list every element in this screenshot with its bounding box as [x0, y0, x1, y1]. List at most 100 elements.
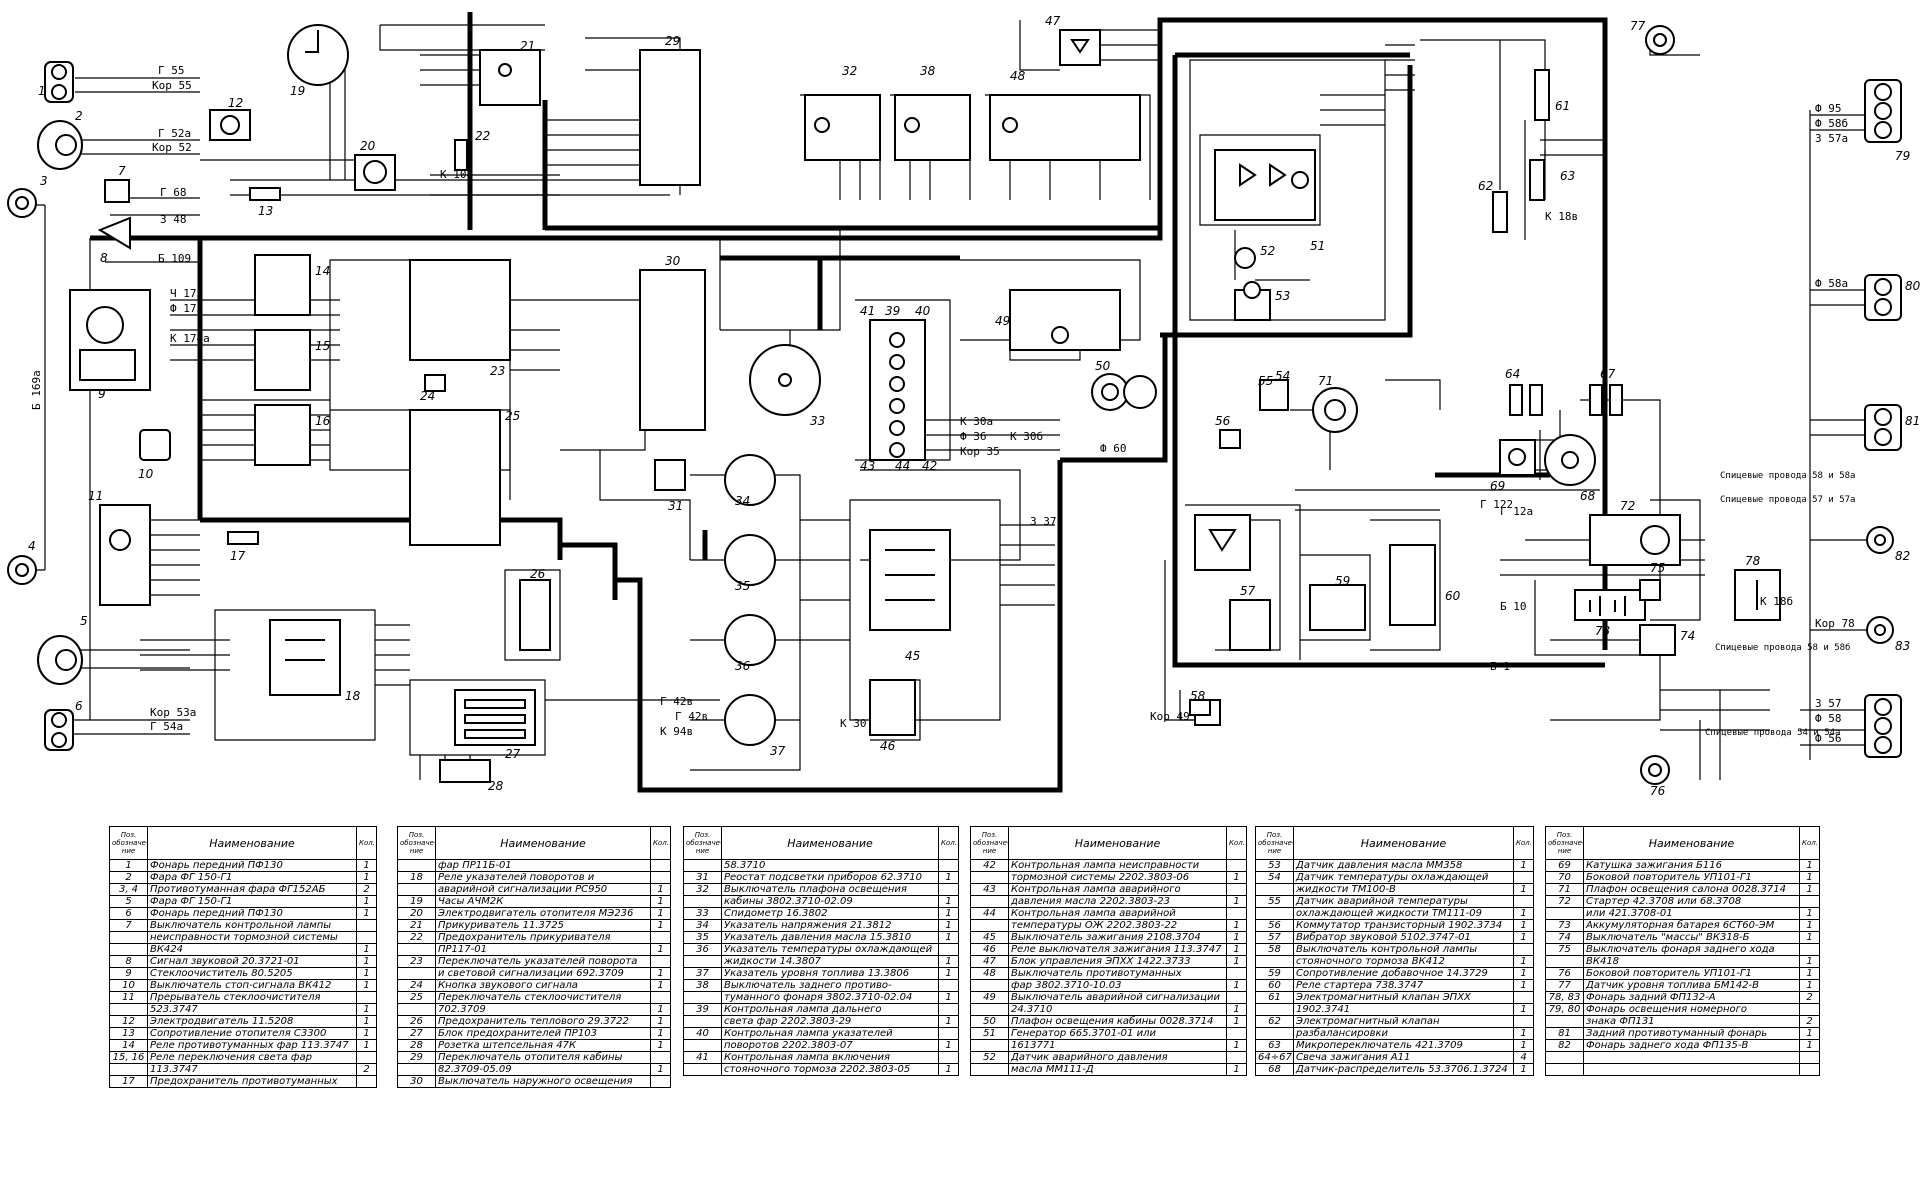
svg-text:43: 43 [860, 459, 875, 473]
svg-text:56: 56 [1215, 414, 1231, 428]
legend-cell-qty: 1 [1513, 931, 1534, 944]
legend-cell-pos: 53 [1255, 859, 1294, 872]
legend-cell-pos: 82 [1545, 1039, 1584, 1052]
legend-header-qty: Кол. [1799, 826, 1820, 860]
legend-cell-name: жидкости ТМ100-В [1293, 883, 1514, 896]
legend-cell-pos: 39 [683, 1003, 722, 1016]
legend-cell-qty: 4 [1513, 1051, 1534, 1064]
legend-cell-pos: 41 [683, 1051, 722, 1064]
legend-cell-pos [397, 943, 436, 956]
svg-text:Кор 55: Кор 55 [152, 79, 192, 92]
legend-cell-qty: 1 [356, 1039, 377, 1052]
legend-cell-qty [1799, 895, 1820, 908]
legend-cell-name: Выключатель "массы" ВК318-Б [1583, 931, 1800, 944]
svg-text:31: 31 [668, 499, 683, 513]
legend-cell-name: поворотов 2202.3803-07 [721, 1039, 939, 1052]
relay-icon [254, 254, 311, 316]
legend-cell-name: 58.3710 [721, 859, 939, 872]
relay-icon [99, 504, 151, 606]
svg-text:72: 72 [1620, 499, 1635, 513]
legend-cell-pos: 8 [109, 955, 148, 968]
legend-cell-qty: 1 [1799, 1027, 1820, 1040]
legend-cell-qty: 1 [356, 907, 377, 920]
legend-cell-pos: 26 [397, 1015, 436, 1028]
legend-cell-qty [938, 1003, 959, 1016]
svg-text:59: 59 [1335, 574, 1350, 588]
legend-cell-name: Датчик аварийной температуры [1293, 895, 1514, 908]
legend-cell-pos: 78, 83 [1545, 991, 1584, 1004]
lamp-icon [1866, 616, 1894, 644]
svg-text:Г 68: Г 68 [160, 186, 187, 199]
legend-cell-pos: 64÷67 [1255, 1051, 1294, 1064]
legend-cell-name: Аккумуляторная батарея 6СТ60-ЭМ [1583, 919, 1800, 932]
lamp-icon [1645, 25, 1675, 55]
legend-cell-qty: 1 [356, 943, 377, 956]
gauge-icon [724, 694, 776, 746]
svg-text:29: 29 [665, 34, 680, 48]
legend-cell-qty: 2 [356, 883, 377, 896]
legend-cell-qty: 1 [1226, 871, 1247, 884]
motor-icon [209, 109, 251, 141]
lamp-icon [1312, 387, 1358, 433]
button-icon [424, 374, 446, 392]
svg-text:36: 36 [735, 659, 751, 673]
legend-cell-qty [1799, 1051, 1820, 1064]
svg-text:Ф 36: Ф 36 [960, 430, 987, 443]
legend-cell-qty [650, 1075, 671, 1088]
svg-text:Спицевые провода 58 и 58б: Спицевые провода 58 и 58б [1715, 642, 1850, 653]
svg-text:55: 55 [1258, 374, 1273, 388]
legend-cell-name: Указатель температуры охлаждающей [721, 943, 939, 956]
legend-cell-pos: 63 [1255, 1039, 1294, 1052]
legend-cell-name: Кнопка звукового сигнала [435, 979, 651, 992]
legend-cell-name: Реле противотуманных фар 113.3747 [147, 1039, 357, 1052]
lamp-icon [7, 188, 37, 218]
legend-cell-name: Датчик температуры охлаждающей [1293, 871, 1514, 884]
legend-cell-name: Боковой повторитель УП101-Г1 [1583, 967, 1800, 980]
fuse-icon [227, 531, 259, 545]
legend-cell-name: Коммутатор транзисторный 1902.3734 [1293, 919, 1514, 932]
legend-cell-name: туманного фонаря 3802.3710-02.04 [721, 991, 939, 1004]
svg-text:21: 21 [520, 39, 535, 53]
legend-cell-qty [1513, 1015, 1534, 1028]
socket-icon [439, 759, 491, 783]
svg-text:18: 18 [345, 689, 361, 703]
svg-text:Кор 49: Кор 49 [1150, 710, 1190, 723]
legend-cell-qty [650, 955, 671, 968]
legend-cell-pos: 49 [970, 991, 1009, 1004]
switch-icon [804, 94, 881, 161]
legend-cell-qty: 1 [1799, 919, 1820, 932]
legend-cell-pos: 2 [109, 871, 148, 884]
rheostat-icon [654, 459, 686, 491]
legend-cell-name: Фонарь передний ПФ130 [147, 907, 357, 920]
legend-cell-qty: 1 [1226, 955, 1247, 968]
legend-cell-name [1583, 1051, 1800, 1064]
svg-text:71: 71 [1318, 374, 1333, 388]
legend-cell-name: Реле выключателя зажигания 113.3747 [1008, 943, 1227, 956]
svg-text:2: 2 [75, 109, 83, 123]
legend-cell-qty: 2 [1799, 991, 1820, 1004]
legend-cell-qty: 1 [938, 1063, 959, 1076]
legend-cell-name: Контрольная лампа аварийной [1008, 907, 1227, 920]
legend-cell-name: Фонарь задний ФП132-А [1583, 991, 1800, 1004]
svg-text:11: 11 [88, 489, 103, 503]
relay-icon [254, 404, 311, 466]
wiring [20, 20, 1880, 780]
svg-text:Кор 35: Кор 35 [960, 445, 1000, 458]
legend-cell-pos: 73 [1545, 919, 1584, 932]
svg-text:54: 54 [1275, 369, 1290, 383]
